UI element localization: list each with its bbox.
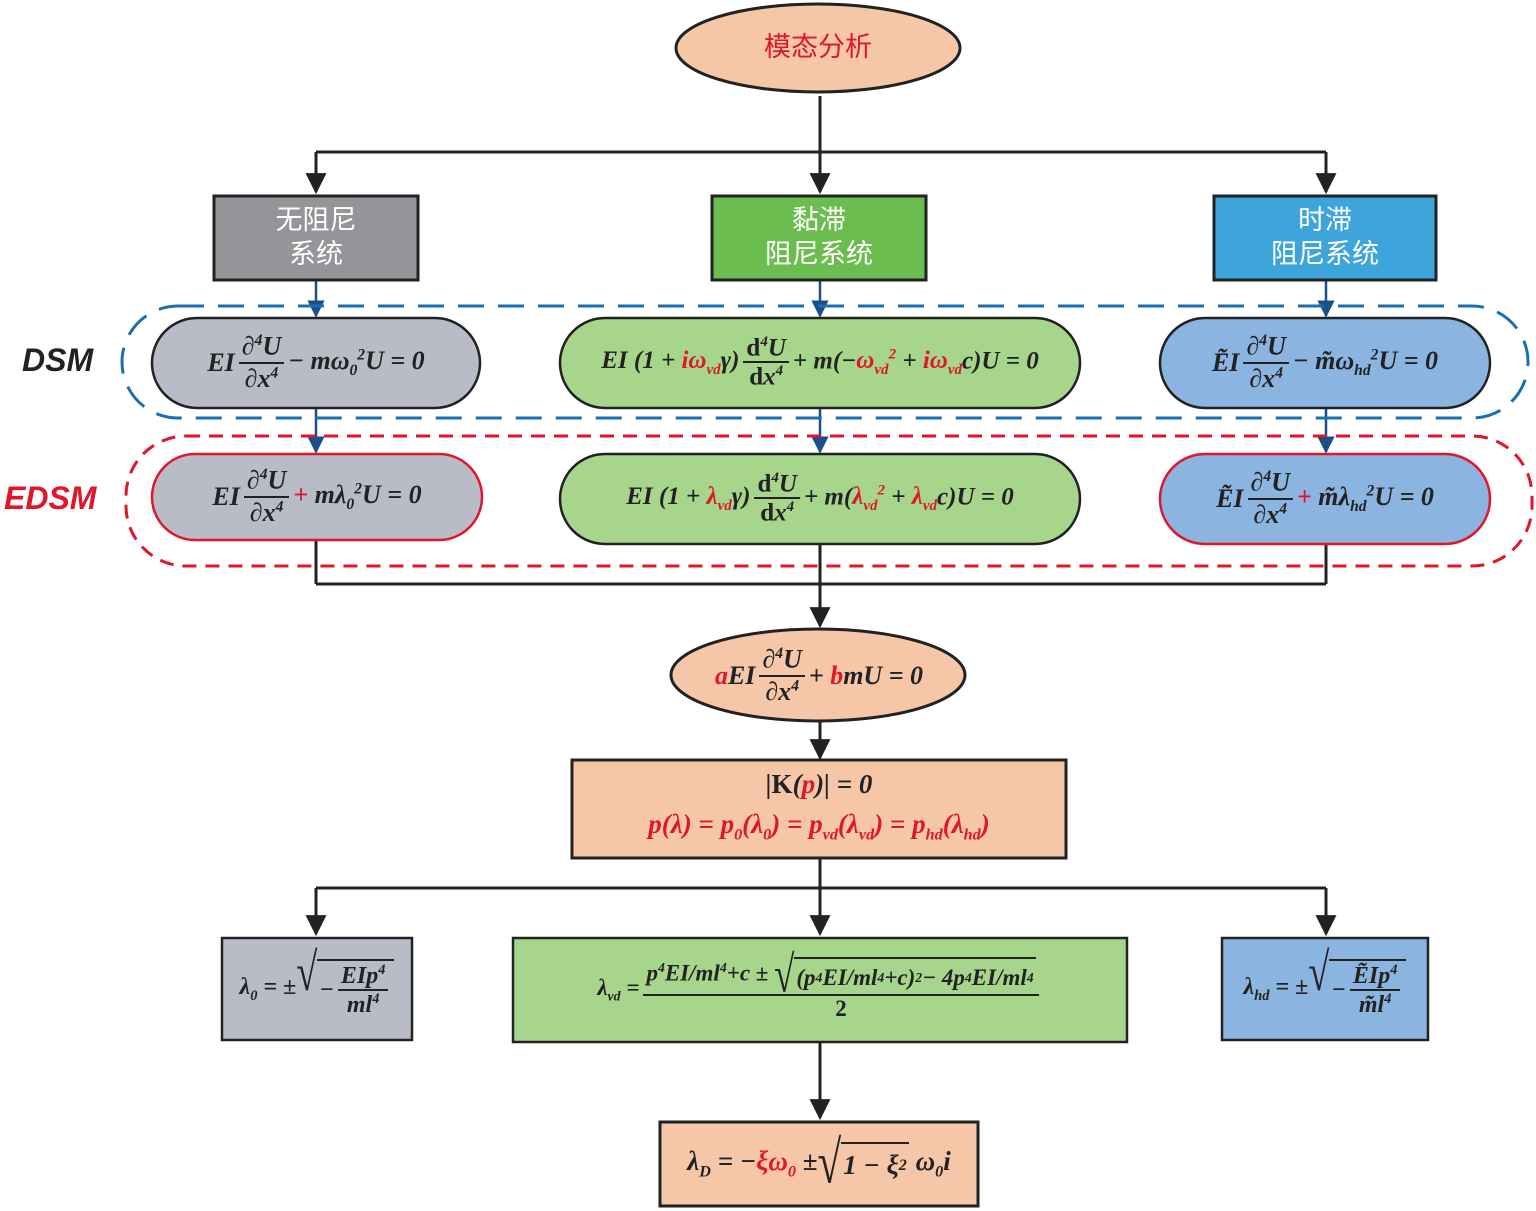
characteristic-line2: p(λ) = p0(λ0) = pvd(λvd) = phd(λhd) bbox=[648, 808, 990, 844]
system-delay-shape bbox=[1212, 194, 1438, 282]
system-undamped-line1: 无阻尼 bbox=[275, 205, 357, 236]
system-delay-line2: 阻尼系统 bbox=[1271, 239, 1379, 270]
top-node-shape bbox=[674, 2, 962, 94]
dsm-undamped-equation: EI ∂4U∂x4 − mω02U = 0 bbox=[207, 332, 425, 393]
system-viscous: 黏滞 阻尼系统 bbox=[712, 196, 926, 280]
system-undamped-shape bbox=[212, 194, 420, 282]
modal-analysis-label: 模态分析 bbox=[764, 32, 872, 63]
system-delay: 时滞 阻尼系统 bbox=[1214, 196, 1436, 280]
characteristic-line1: |K(p)| = 0 bbox=[765, 768, 873, 799]
unified-equation: aEI ∂4U∂x4 + bmU = 0 bbox=[714, 645, 924, 706]
edsm-undamped-equation: EI ∂4U∂x4 + mλ02U = 0 bbox=[212, 466, 422, 527]
modal-analysis-title: 模态分析 bbox=[676, 4, 960, 92]
system-undamped-line2: 系统 bbox=[289, 239, 343, 270]
system-undamped: 无阻尼 系统 bbox=[214, 196, 418, 280]
system-delay-line1: 时滞 bbox=[1298, 205, 1352, 236]
dsm-group-outline bbox=[120, 304, 1530, 420]
system-viscous-shape bbox=[710, 194, 928, 282]
system-viscous-line1: 黏滞 bbox=[792, 205, 846, 236]
characteristic-equation: |K(p)| = 0 p(λ) = p0(λ0) = pvd(λvd) = ph… bbox=[572, 760, 1066, 858]
edsm-delay-equation: ẼI ∂4U∂x4 + m̃λhd2U = 0 bbox=[1216, 468, 1434, 529]
edsm-group-outline bbox=[124, 434, 1534, 568]
system-viscous-line2: 阻尼系统 bbox=[765, 239, 873, 270]
dsm-delay-equation: ẼI ∂4U∂x4 − m̃ωhd2U = 0 bbox=[1211, 332, 1439, 393]
dsm-label: DSM bbox=[22, 342, 94, 378]
edsm-label: EDSM bbox=[4, 480, 97, 516]
